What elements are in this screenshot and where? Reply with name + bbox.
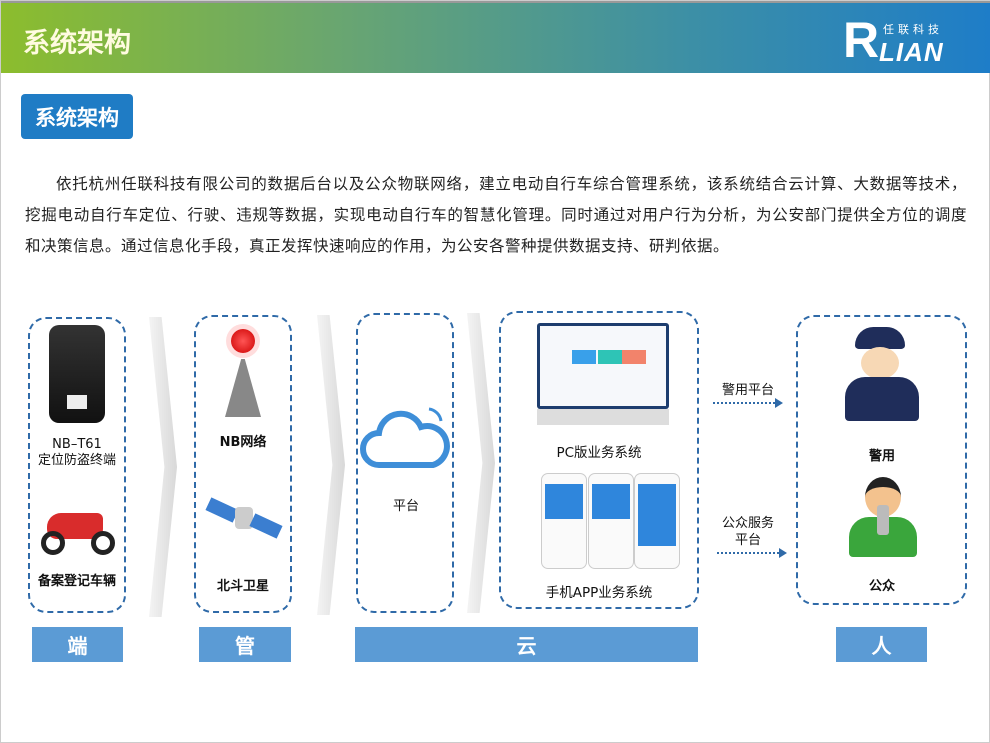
cloud-icon xyxy=(359,399,453,473)
phone-screenshot xyxy=(634,473,680,569)
public-arrow xyxy=(717,548,787,558)
section-badge: 系统架构 xyxy=(21,94,133,139)
intro-paragraph: 依托杭州任联科技有限公司的数据后台以及公众物联网络，建立电动自行车综合管理系统，… xyxy=(25,175,967,255)
app-system-label: 手机APP业务系统 xyxy=(545,585,653,601)
police-label: 警用 xyxy=(868,449,895,464)
device-label: NB–T61 定位防盗终端 xyxy=(37,437,116,468)
public-platform-label: 公众服务 平台 xyxy=(721,516,774,548)
business-system-box xyxy=(499,311,699,609)
chevron-right-icon xyxy=(467,313,495,613)
vehicle-label: 备案登记车辆 xyxy=(37,574,116,589)
tracker-device-icon xyxy=(49,325,105,423)
public-person-icon xyxy=(847,475,919,559)
satellite-icon xyxy=(205,489,283,545)
people-box xyxy=(796,315,967,605)
layer-bar-terminal: 端 xyxy=(32,627,123,662)
layer-bar-people: 人 xyxy=(836,627,927,662)
police-officer-icon xyxy=(841,327,925,425)
nb-network-label: NB网络 xyxy=(219,435,267,450)
terminal-box xyxy=(28,317,126,613)
police-platform-label: 警用平台 xyxy=(721,383,774,398)
pc-stand xyxy=(537,409,669,425)
pc-screenshot xyxy=(537,323,669,409)
police-arrow xyxy=(713,398,783,408)
pc-system-label: PC版业务系统 xyxy=(556,445,642,461)
layer-bar-pipe: 管 xyxy=(199,627,291,662)
phone-screenshot xyxy=(588,473,634,569)
phone-screenshot xyxy=(541,473,587,569)
scooter-icon xyxy=(39,491,117,559)
platform-box xyxy=(356,313,454,613)
chevron-right-icon xyxy=(317,315,345,615)
nb-tower-icon xyxy=(215,327,271,419)
public-label: 公众 xyxy=(868,579,895,594)
page-title: 系统架构 xyxy=(23,28,131,59)
platform-label: 平台 xyxy=(392,499,419,514)
chevron-right-icon xyxy=(149,317,177,617)
beidou-label: 北斗卫星 xyxy=(216,579,269,594)
pipe-box xyxy=(194,315,292,613)
layer-bar-cloud: 云 xyxy=(355,627,698,662)
